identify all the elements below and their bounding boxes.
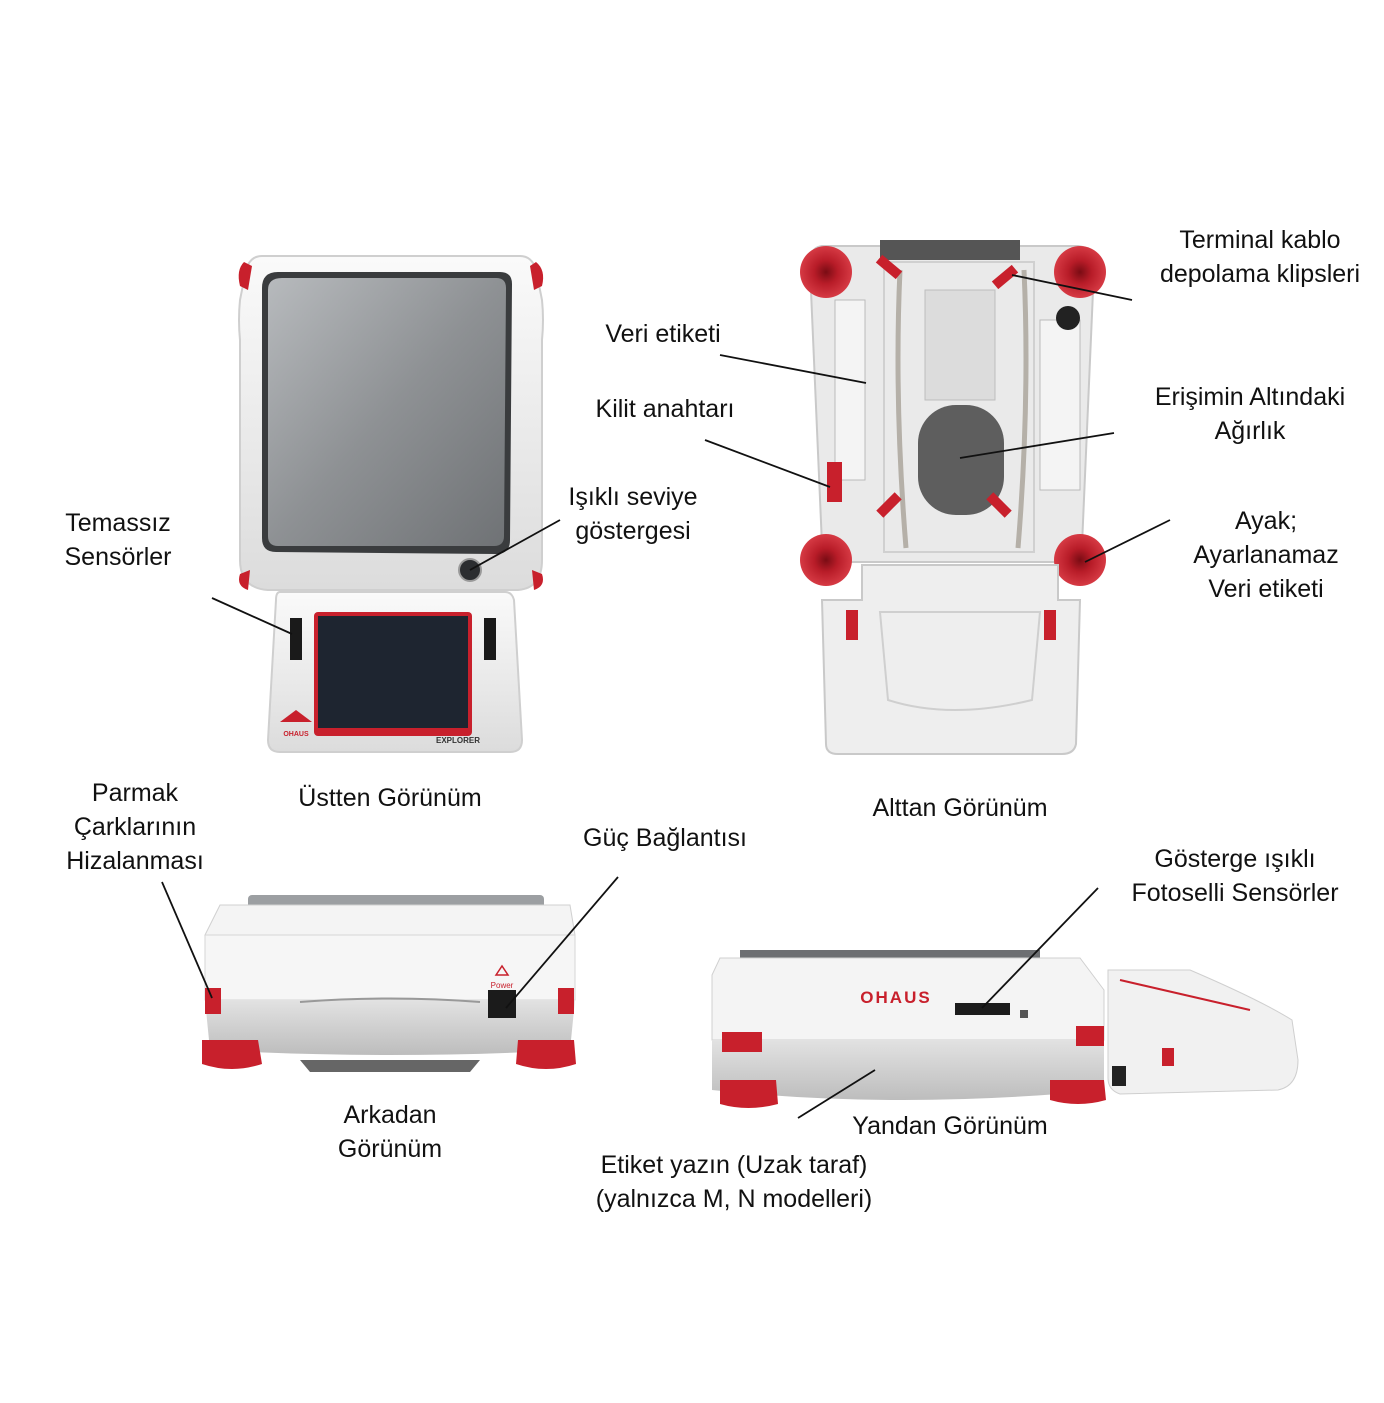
below-weigh-label: Erişimin Altındaki Ağırlık — [1154, 383, 1346, 445]
thumbwheel-label: Parmak Çarklarının Hizalanması — [66, 779, 204, 875]
data-label-sticker — [834, 299, 866, 481]
side-view-brand: OHAUS — [860, 988, 931, 1007]
back-view-title: Arkadan Görünüm — [337, 1101, 443, 1163]
bottom-view-scale — [800, 240, 1106, 755]
back-foot-right — [516, 1040, 576, 1069]
label-printer-label: Etiket yazın (Uzak taraf) (yalnızca M, N… — [595, 1151, 873, 1213]
power-connection-label: Güç Bağlantısı — [583, 824, 747, 852]
touchless-sensor-left — [290, 618, 302, 660]
top-view-scale: OHAUS EXPLORER — [238, 255, 544, 753]
below-balance-weigh-plate — [918, 405, 1004, 515]
side-view-title: Yandan Görünüm — [852, 1112, 1048, 1140]
leader-lines — [161, 274, 1171, 1119]
side-foot-left — [720, 1080, 778, 1108]
touchless-sensors-label: Temassız Sensörler — [64, 509, 172, 571]
data-label-callout: Veri etiketi — [605, 320, 721, 348]
side-view-scale: OHAUS — [711, 950, 1299, 1108]
photo-sensor-window — [955, 1003, 1010, 1015]
top-view-model: EXPLORER — [436, 736, 480, 745]
lock-switch-label: Kilit anahtarı — [595, 395, 735, 423]
cable-clips-label: Terminal kablo depolama klipsleri — [1159, 226, 1361, 288]
side-foot-right — [1050, 1080, 1106, 1104]
foot-label: Ayak; Ayarlanamaz Veri etiketi — [1193, 507, 1339, 603]
power-port — [488, 990, 516, 1018]
back-view-scale: Power — [202, 895, 576, 1072]
bottom-view-title: Alttan Görünüm — [872, 794, 1048, 822]
top-view-title: Üstten Görünüm — [298, 784, 482, 812]
bottom-feet — [800, 246, 1106, 586]
touchless-sensor-right — [484, 618, 496, 660]
lock-switch — [827, 462, 842, 502]
level-indicator-label: Işıklı seviye göstergesi — [568, 483, 698, 545]
back-foot-left — [202, 1040, 262, 1069]
power-port-label: Power — [491, 981, 514, 990]
photo-sensors-label: Gösterge ışıklı Fotoselli Sensörler — [1131, 845, 1339, 907]
top-view-brand: OHAUS — [283, 731, 309, 738]
